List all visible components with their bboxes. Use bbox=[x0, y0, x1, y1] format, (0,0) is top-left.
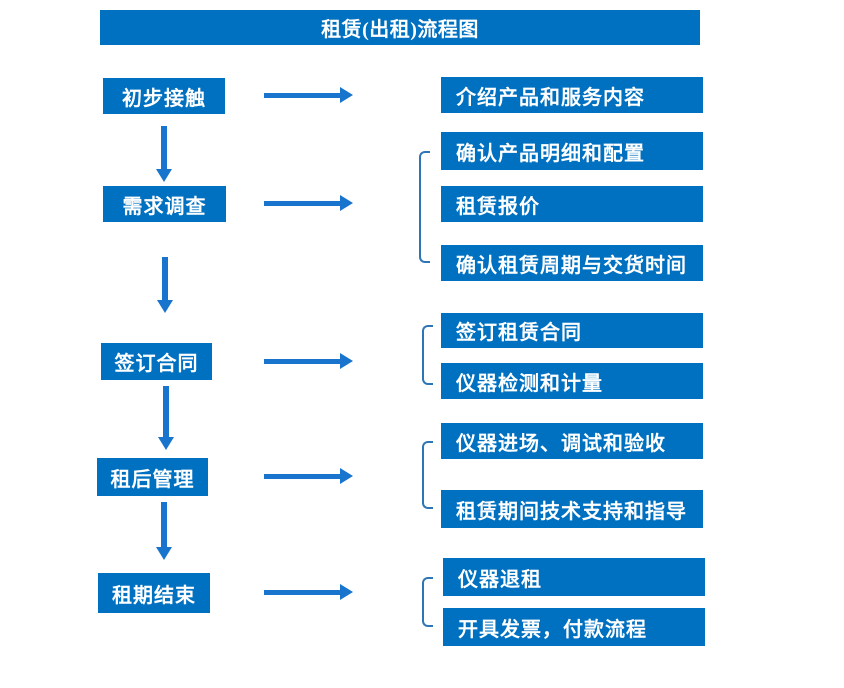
step-label: 初步接触 bbox=[122, 87, 206, 110]
detail-box-instrument-setup-acceptance: 仪器进场、调试和验收 bbox=[441, 423, 703, 459]
detail-label: 仪器进场、调试和验收 bbox=[456, 432, 666, 455]
step-box-post-rental-management: 租后管理 bbox=[97, 458, 208, 496]
detail-label: 仪器退租 bbox=[458, 568, 542, 591]
step-box-demand-survey: 需求调查 bbox=[103, 186, 226, 222]
bracket-group-demand-survey bbox=[419, 151, 430, 263]
page-title: 租赁(出租)流程图 bbox=[321, 19, 479, 41]
detail-box-confirm-period-delivery: 确认租赁周期与交货时间 bbox=[441, 245, 703, 281]
detail-box-rental-quote: 租赁报价 bbox=[441, 186, 703, 222]
detail-box-instrument-return: 仪器退租 bbox=[443, 558, 705, 596]
detail-box-introduce-products: 介绍产品和服务内容 bbox=[441, 77, 703, 113]
bracket-group-post-rental bbox=[422, 441, 433, 509]
detail-label: 确认租赁周期与交货时间 bbox=[456, 254, 687, 277]
bracket-group-rental-end bbox=[422, 577, 433, 627]
detail-label: 签订租赁合同 bbox=[456, 322, 582, 344]
detail-label: 租赁报价 bbox=[456, 195, 540, 218]
step-box-rental-end: 租期结束 bbox=[98, 573, 210, 613]
step-box-initial-contact: 初步接触 bbox=[103, 78, 225, 114]
step-label: 租后管理 bbox=[110, 468, 195, 491]
detail-label: 确认产品明细和配置 bbox=[456, 142, 645, 165]
detail-box-technical-support: 租赁期间技术支持和指导 bbox=[441, 490, 703, 528]
detail-label: 介绍产品和服务内容 bbox=[456, 86, 645, 109]
detail-label: 开具发票，付款流程 bbox=[458, 618, 647, 641]
detail-box-invoice-payment: 开具发票，付款流程 bbox=[443, 608, 705, 646]
flowchart-title-bar: 租赁(出租)流程图 bbox=[100, 10, 700, 45]
step-box-sign-contract: 签订合同 bbox=[101, 343, 212, 380]
detail-box-confirm-product-config: 确认产品明细和配置 bbox=[441, 132, 703, 170]
step-label: 租期结束 bbox=[112, 584, 196, 607]
detail-box-instrument-testing: 仪器检测和计量 bbox=[441, 363, 703, 399]
detail-label: 租赁期间技术支持和指导 bbox=[456, 500, 687, 523]
detail-label: 仪器检测和计量 bbox=[456, 372, 603, 395]
detail-box-sign-rental-contract: 签订租赁合同 bbox=[441, 313, 703, 348]
step-label: 签订合同 bbox=[114, 353, 199, 375]
bracket-group-sign-contract bbox=[422, 325, 433, 385]
step-label: 需求调查 bbox=[122, 195, 207, 218]
